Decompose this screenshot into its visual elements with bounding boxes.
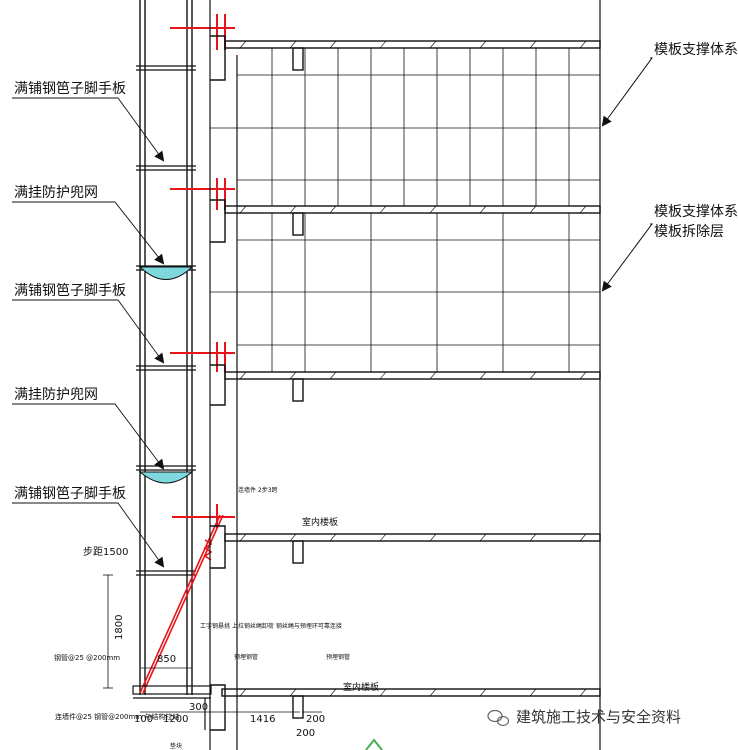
label-left-5: 满铺钢笆子脚手板 [14,486,126,502]
dim-1200: 1200 [163,714,188,725]
note-f: 钢管@25 @200mm [54,653,120,662]
scaffold-ledgers [136,65,196,576]
protective-net-lower [138,471,194,484]
watermark-text: 建筑施工技术与安全资料 [516,708,681,726]
note-i: 工字钢悬挑 上拉钢丝绳卸荷 钢丝绳与预埋环可靠连接 [200,622,342,630]
left-leader-lines [12,97,165,568]
dim-1800: 1800 [114,615,125,640]
right-leader-lines [601,57,653,292]
left-labels: 满铺钢笆子脚手板 满挂防护兜网 满铺钢笆子脚手板 满挂防护兜网 满铺钢笆子脚手板 [14,81,126,502]
triangle-marker-icon [365,738,383,750]
small-notes: 连墙件 2步3跨 工字钢悬挑 上拉钢丝绳卸荷 钢丝绳与预埋环可靠连接 预埋钢管 … [54,486,350,750]
note-b: 连墙件@25 钢管@200mm 与结构拉结 [55,712,179,721]
wechat-icon [487,709,510,727]
dim-200a: 200 [306,714,325,725]
note-h: 垫块 [170,742,182,750]
protective-net-upper [138,266,194,280]
base-outrigger [132,685,212,730]
dimension-texts: 步距1500 1800 850 1200 300 1416 200 200 10… [83,546,325,739]
protective-nets [138,266,194,484]
label-left-4: 满挂防护兜网 [14,387,98,403]
dim-1416: 1416 [250,714,275,725]
label-right-2a: 模板支撑体系 [654,204,738,220]
note-a: 连墙件 2步3跨 [238,486,278,494]
slab-hatching [239,40,587,697]
dim-300: 300 [189,702,208,713]
dimension-lines [103,574,322,713]
label-left-1: 满铺钢笆子脚手板 [14,81,126,97]
formwork-support-grid-lower [210,213,600,372]
dim-850: 850 [157,654,176,665]
label-right-2b: 模板拆除层 [654,224,724,240]
note-e: 预埋钢管 [326,653,350,661]
label-left-3: 满铺钢笆子脚手板 [14,283,126,299]
dim-200b: 200 [296,728,315,739]
building-wall [209,0,601,750]
dim-1500: 步距1500 [83,546,128,558]
watermark: 建筑施工技术与安全资料 [487,708,681,727]
floor-slabs [210,35,601,731]
formwork-support-grid-upper [210,48,600,206]
label-indoor-floor-lower: 室内楼板 [343,681,379,693]
label-right-1: 模板支撑体系 [654,42,738,58]
right-labels: 模板支撑体系 模板支撑体系 模板拆除层 [654,42,738,240]
note-d: 预埋钢管 [234,653,258,661]
scaffold-tubes [139,0,193,695]
dim-100: 100 [134,714,153,725]
label-indoor-floor-upper: 室内楼板 [302,516,338,528]
label-left-2: 满挂防护兜网 [14,185,98,201]
